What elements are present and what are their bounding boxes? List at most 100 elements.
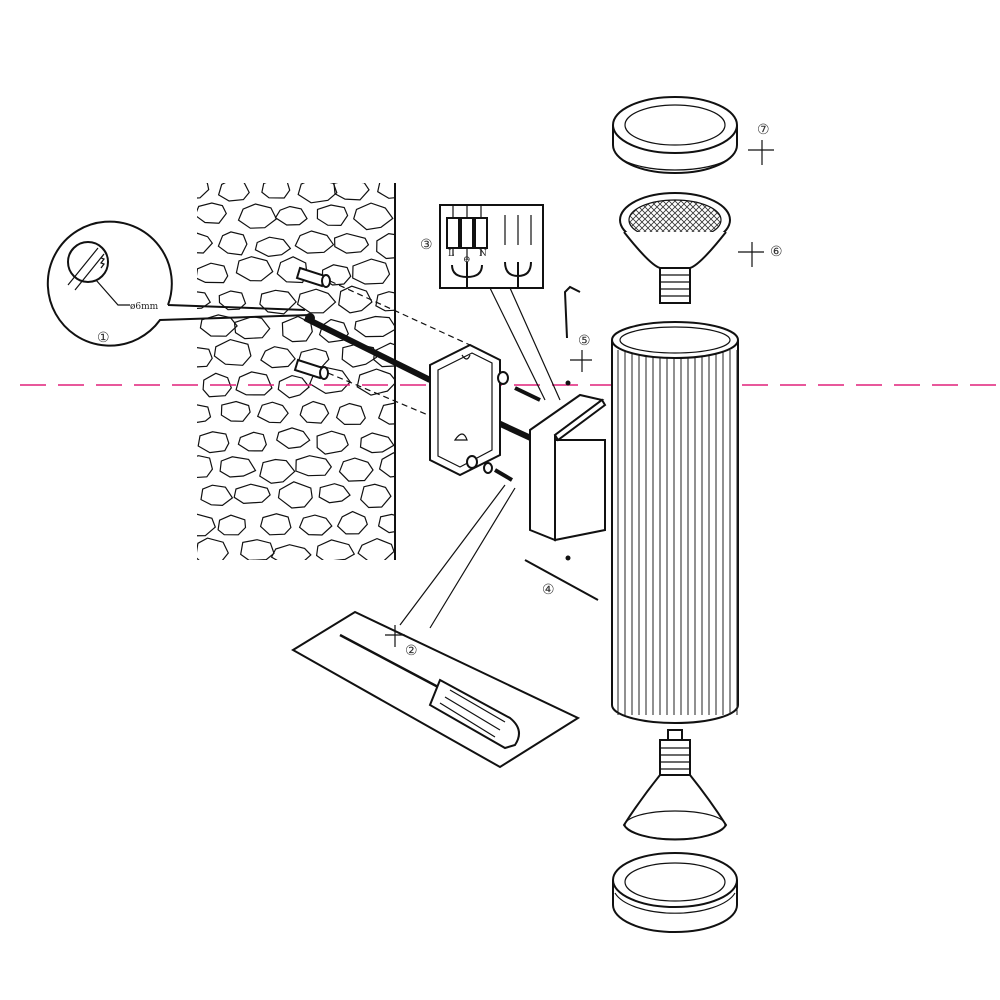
stone	[240, 539, 275, 560]
stone	[197, 513, 217, 537]
stone	[261, 183, 291, 199]
stone	[277, 374, 310, 399]
stone	[315, 539, 356, 560]
stone	[376, 232, 395, 260]
stone	[259, 513, 292, 536]
stone	[235, 256, 274, 282]
stone	[233, 483, 271, 505]
bottom-cover-glass	[612, 852, 738, 933]
stone	[397, 488, 424, 508]
stone	[220, 400, 251, 422]
bottom-reflector-bulb	[622, 729, 728, 841]
stone	[197, 404, 212, 423]
stone	[354, 315, 395, 338]
stone	[316, 204, 349, 227]
stone	[318, 318, 349, 343]
drill-size-label: ø6mm	[130, 302, 159, 312]
stone	[356, 368, 395, 396]
stone	[333, 183, 370, 201]
stone	[197, 262, 229, 284]
stone	[217, 231, 248, 256]
stone	[338, 285, 373, 314]
stone	[213, 338, 252, 366]
stone	[197, 455, 214, 479]
rotate-icon	[738, 242, 764, 267]
stone	[197, 232, 214, 254]
stone	[394, 434, 395, 439]
stone	[297, 183, 338, 204]
stone	[398, 543, 432, 564]
stone	[274, 205, 308, 226]
stone	[316, 430, 349, 455]
stone	[277, 481, 313, 509]
stone	[357, 537, 395, 560]
stone	[299, 400, 330, 424]
stone	[197, 537, 230, 560]
stone	[352, 258, 391, 285]
drill-callout: ø6mm ①	[46, 220, 311, 347]
screws	[399, 371, 541, 629]
stone	[197, 346, 213, 368]
stone	[197, 183, 210, 199]
stone	[237, 203, 278, 229]
lamp-body	[611, 321, 739, 724]
terminal-earth-label: ⊕	[463, 255, 471, 265]
step-2-label: ②	[405, 643, 418, 659]
stone	[298, 514, 333, 536]
screwdriver-shaft	[339, 633, 441, 690]
top-cover-glass: ⑦	[612, 96, 774, 174]
rotate-icon	[385, 625, 405, 647]
stone	[254, 236, 292, 258]
stone	[359, 432, 395, 454]
step-5-label: ⑤	[578, 333, 591, 349]
stone	[377, 183, 395, 199]
stone	[260, 346, 296, 369]
terminal-block	[446, 205, 488, 260]
stone	[353, 202, 394, 231]
stone	[335, 402, 366, 426]
step-1-label: ①	[97, 330, 110, 346]
stone	[398, 260, 437, 282]
stone	[197, 431, 230, 454]
stone	[200, 484, 234, 507]
stone	[338, 457, 374, 482]
stone	[399, 208, 434, 228]
stone	[309, 366, 351, 395]
stone	[217, 514, 247, 536]
wall-plugs	[293, 266, 471, 421]
rotate-icon	[748, 140, 774, 165]
stone	[256, 401, 289, 424]
stone	[197, 291, 211, 310]
stone	[219, 456, 257, 478]
screwdriver-panel: ②	[291, 610, 581, 769]
step-7-label: ⑦	[757, 122, 770, 138]
stone	[377, 513, 395, 534]
stone	[295, 455, 333, 477]
stone	[202, 372, 232, 398]
step-4-label: ④	[542, 582, 555, 598]
stone	[235, 371, 273, 396]
drill-bit-icon	[67, 247, 105, 291]
allen-key: ⑤	[563, 285, 592, 386]
stone	[375, 291, 395, 312]
stone	[276, 427, 311, 450]
stone	[294, 230, 335, 254]
stone	[360, 483, 392, 509]
stone	[341, 343, 378, 368]
stone	[259, 289, 297, 315]
stone	[218, 290, 247, 311]
stone	[333, 232, 370, 254]
stone	[197, 202, 228, 224]
stone	[296, 288, 337, 314]
top-reflector-bulb: ⑥	[619, 192, 783, 304]
stone	[378, 452, 395, 478]
step-6-label: ⑥	[770, 244, 783, 260]
stone	[217, 183, 250, 202]
stone	[233, 315, 271, 340]
step-3-label: ③	[420, 237, 433, 253]
stone	[237, 431, 267, 452]
wiring-diagram: L ⊕ N ③	[420, 204, 561, 401]
stone	[270, 544, 312, 560]
